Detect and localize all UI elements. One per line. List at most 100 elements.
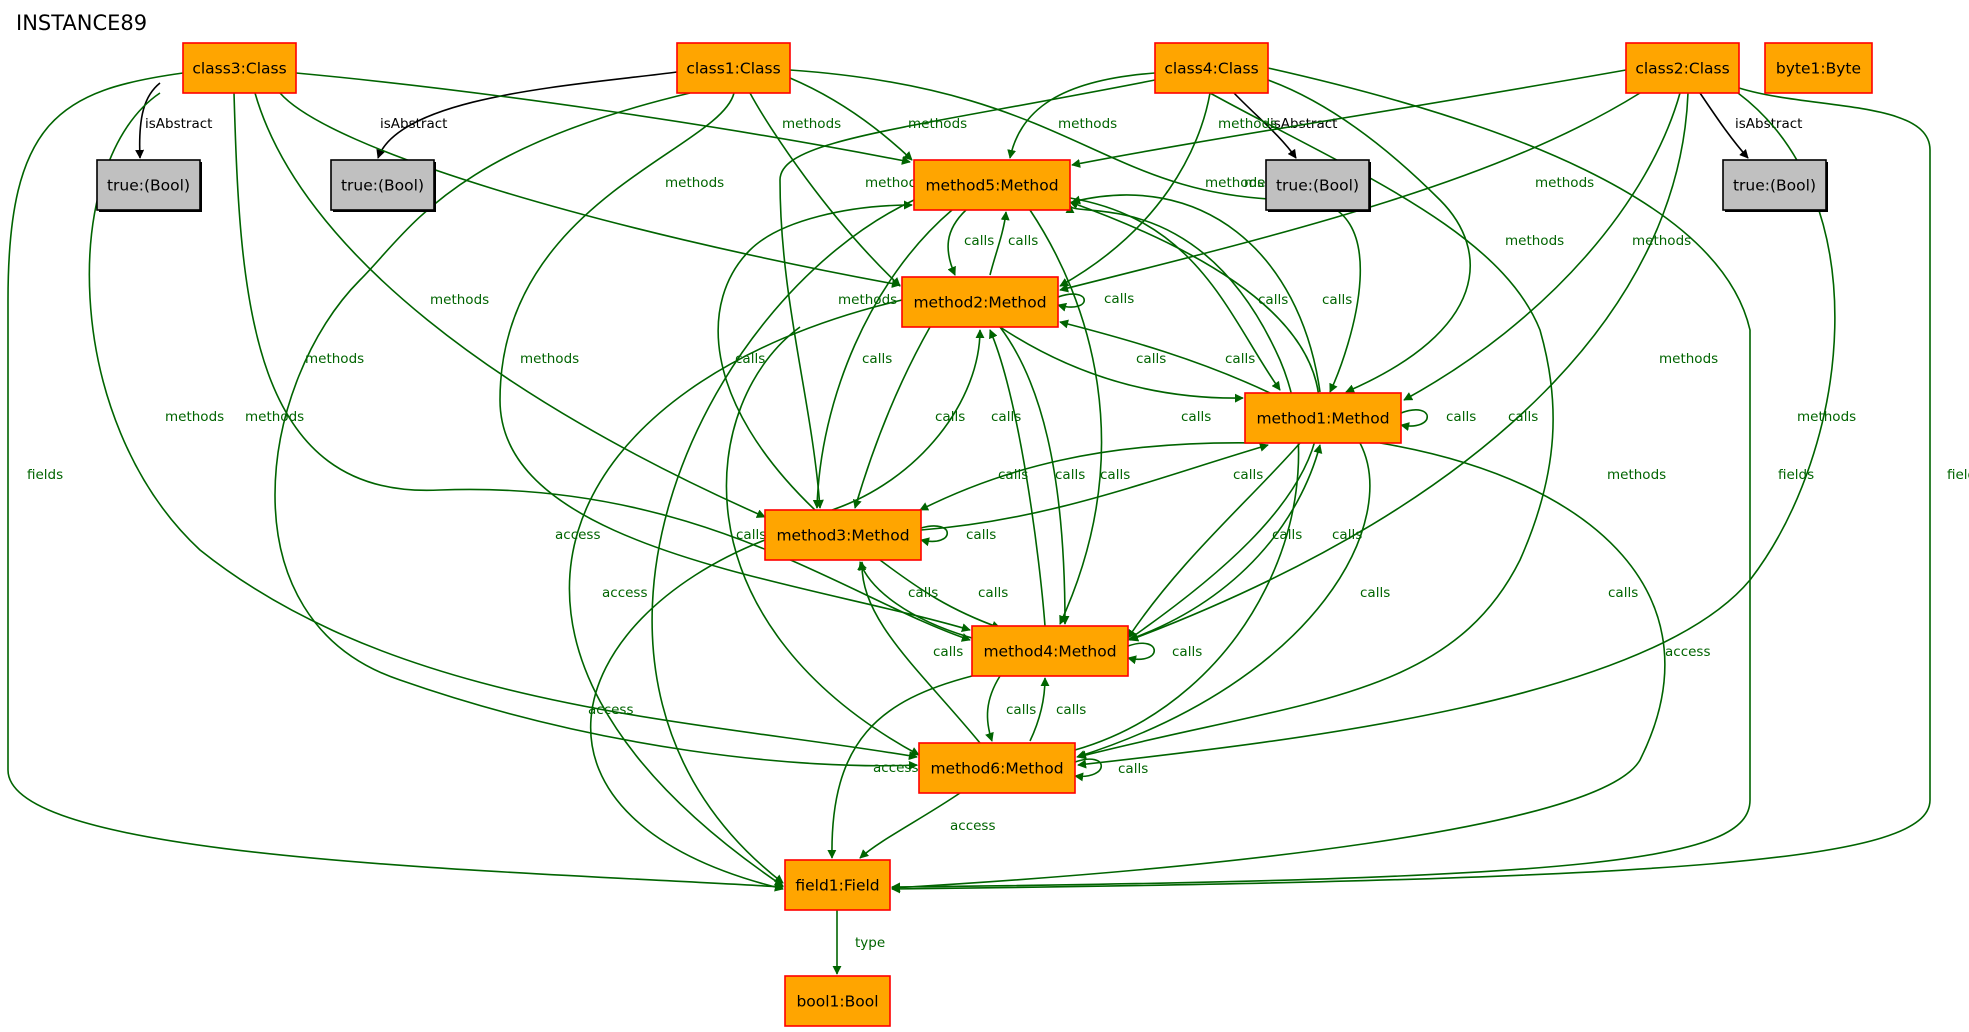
node-label: method2:Method — [913, 294, 1046, 312]
edge-label: access — [602, 585, 648, 601]
node-true3[interactable]: true:(Bool) — [96, 159, 202, 212]
node-box — [1244, 392, 1402, 444]
edge-label: methods — [1659, 351, 1718, 367]
node-box — [764, 509, 922, 561]
node-class1[interactable]: class1:Class — [676, 42, 791, 94]
edge-method3-method5: calls — [717, 200, 913, 511]
edge-label: calls — [1258, 292, 1288, 308]
edge-class1-method2: methods — [749, 92, 924, 287]
edge-label: methods — [520, 351, 579, 367]
edge-label: calls — [964, 233, 994, 249]
edge-line — [279, 92, 901, 288]
edge-label: calls — [966, 527, 996, 543]
edge-label: calls — [862, 351, 892, 367]
edge-label: methods — [1797, 409, 1856, 425]
edge-label: methods — [1607, 467, 1666, 483]
edge-line — [1400, 409, 1428, 431]
edge-label: calls — [935, 409, 965, 425]
edge-label: calls — [1181, 409, 1211, 425]
node-label: field1:Field — [795, 877, 879, 895]
node-label: true:(Bool) — [1276, 177, 1359, 195]
edge-method6-method3: calls — [857, 561, 981, 744]
edge-class1-method5: methods — [789, 77, 967, 161]
edge-class2-method4: methods — [1129, 92, 1718, 642]
edge-class2-method2: methods — [1059, 92, 1641, 293]
node-method3[interactable]: method3:Method — [764, 509, 922, 561]
node-class3[interactable]: class3:Class — [182, 42, 297, 94]
node-method1[interactable]: method1:Method — [1244, 392, 1402, 444]
edge-line — [1029, 209, 1103, 625]
edge-line — [295, 72, 911, 165]
edge-class4-method6: methods — [1077, 92, 1666, 760]
node-label: bool1:Bool — [796, 993, 878, 1011]
edge-method2-method1: calls — [999, 326, 1244, 403]
node-true2[interactable]: true:(Bool) — [1722, 159, 1828, 212]
edge-label: calls — [1233, 467, 1263, 483]
edge-line — [989, 211, 1010, 276]
node-bool1[interactable]: bool1:Bool — [784, 975, 891, 1027]
edge-line — [985, 675, 1001, 742]
nodes-layer: class3:Class class1:Class class4:Class clas… — [96, 42, 1873, 1027]
edge-label: access — [555, 527, 601, 543]
edge-class4-method1: methods — [1267, 79, 1564, 393]
edge-method1-method6: calls — [1076, 442, 1390, 759]
edge-method6-method4: calls — [1029, 677, 1086, 742]
edge-line — [1233, 92, 1297, 159]
edge-line — [831, 329, 985, 511]
edge-method2-method4: calls — [999, 326, 1130, 625]
edge-line — [233, 92, 971, 642]
edge-line — [7, 72, 784, 892]
node-label: true:(Bool) — [341, 177, 424, 195]
node-byte1[interactable]: byte1:Byte — [1764, 42, 1873, 94]
edge-label: calls — [1508, 409, 1538, 425]
node-box — [901, 276, 1059, 328]
node-true1[interactable]: true:(Bool) — [330, 159, 436, 212]
node-true4[interactable]: true:(Bool) — [1265, 159, 1371, 212]
edge-method2-field1: access — [568, 299, 903, 887]
edge-label: calls — [735, 351, 765, 367]
edge-class2-method6: methods — [1077, 92, 1856, 769]
edge-line — [749, 92, 901, 287]
edge-label: methods — [782, 116, 841, 132]
edge-line — [651, 199, 915, 884]
edge-method4-method3: calls — [858, 561, 973, 639]
edge-label: calls — [933, 644, 963, 660]
node-method5[interactable]: method5:Method — [913, 159, 1071, 211]
edge-line — [1059, 92, 1211, 287]
edge-label: calls — [1006, 702, 1036, 718]
edge-line — [891, 87, 1931, 894]
edge-line — [1077, 92, 1836, 769]
edge-line — [1699, 92, 1749, 159]
node-field1[interactable]: field1:Field — [784, 859, 891, 911]
node-label: class1:Class — [686, 60, 780, 78]
edge-method6-field1: access — [859, 792, 996, 859]
edge-line — [1059, 92, 1641, 293]
edge-label: methods — [1058, 116, 1117, 132]
edge-method2-method3: calls — [852, 326, 965, 509]
node-method6[interactable]: method6:Method — [918, 742, 1076, 794]
node-label: method3:Method — [776, 527, 909, 545]
edge-method5-method1: calls — [1069, 197, 1288, 391]
edge-line — [589, 539, 784, 892]
node-label: true:(Bool) — [107, 177, 190, 195]
node-class4[interactable]: class4:Class — [1154, 42, 1269, 94]
edge-label: methods — [865, 175, 924, 191]
edge-label: calls — [1104, 291, 1134, 307]
edge-label: fields — [1947, 467, 1969, 483]
edge-method2-method5: calls — [989, 211, 1038, 276]
edge-label: methods — [1505, 233, 1564, 249]
edge-label: calls — [908, 585, 938, 601]
node-class2[interactable]: class2:Class — [1625, 42, 1740, 94]
edge-class4-method2: methods — [1059, 92, 1264, 287]
edge-label: access — [950, 818, 996, 834]
edge-line — [779, 79, 1156, 509]
edge-line — [891, 67, 1751, 892]
edge-label: calls — [1446, 409, 1476, 425]
edge-label: methods — [1205, 175, 1264, 191]
node-method4[interactable]: method4:Method — [971, 625, 1129, 677]
node-method2[interactable]: method2:Method — [901, 276, 1059, 328]
edge-line — [789, 77, 913, 161]
edge-line — [1071, 69, 1627, 168]
node-box — [1154, 42, 1269, 94]
node-box — [1625, 42, 1740, 94]
